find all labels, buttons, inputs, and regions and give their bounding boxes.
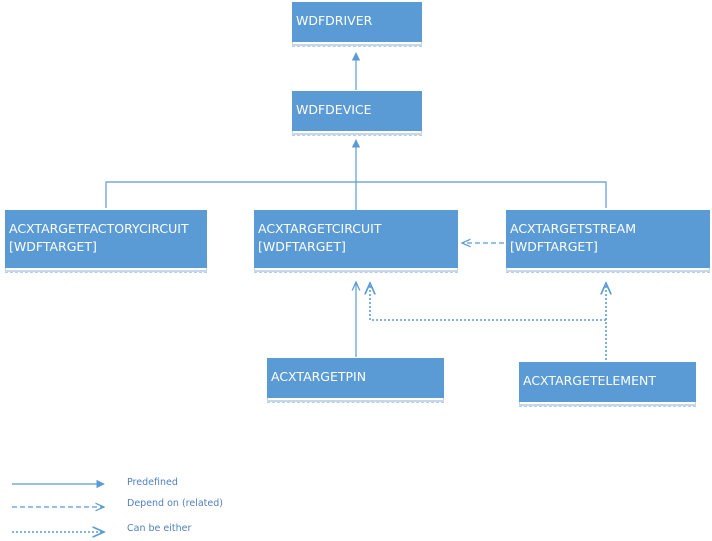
node-underline	[506, 272, 710, 273]
node-acxtargetelement: ACXTARGETELEMENT	[519, 362, 696, 407]
node-underline	[292, 135, 422, 136]
node-acxtargetcircuit: ACXTARGETCIRCUIT [WDFTARGET]	[254, 210, 458, 273]
node-wdfdriver-label: WDFDRIVER	[296, 13, 373, 28]
legend-depend-label: Depend on (related)	[127, 498, 223, 509]
node-acxtargetpin: ACXTARGETPIN	[267, 358, 444, 403]
edge-factory-to-device	[105, 181, 356, 208]
node-underline	[5, 272, 207, 273]
node-underline	[267, 402, 444, 403]
node-stream-label: ACXTARGETSTREAM	[510, 221, 637, 236]
edge-stream-to-device	[356, 181, 607, 208]
node-wdfdevice-label: WDFDEVICE	[296, 102, 372, 117]
node-element-label: ACXTARGETELEMENT	[523, 373, 656, 388]
node-factory-sublabel: [WDFTARGET]	[9, 239, 97, 254]
node-wdfdevice: WDFDEVICE	[292, 91, 422, 136]
node-circuit-sublabel: [WDFTARGET]	[258, 239, 346, 254]
node-circuit-label: ACXTARGETCIRCUIT	[258, 221, 382, 236]
edge-element-to-circuit	[370, 283, 606, 321]
node-factory-label: ACXTARGETFACTORYCIRCUIT	[9, 221, 189, 236]
node-pin-label: ACXTARGETPIN	[271, 369, 367, 384]
node-acxtargetstream: ACXTARGETSTREAM [WDFTARGET]	[506, 210, 710, 273]
legend-predefined-label: Predefined	[127, 477, 178, 488]
node-acxtargetfactorycircuit: ACXTARGETFACTORYCIRCUIT [WDFTARGET]	[5, 210, 207, 273]
node-underline	[254, 272, 458, 273]
node-underline	[292, 46, 422, 47]
node-stream-sublabel: [WDFTARGET]	[510, 239, 598, 254]
node-underline	[519, 406, 696, 407]
legend-either-label: Can be either	[127, 523, 192, 534]
node-wdfdriver: WDFDRIVER	[292, 2, 422, 47]
